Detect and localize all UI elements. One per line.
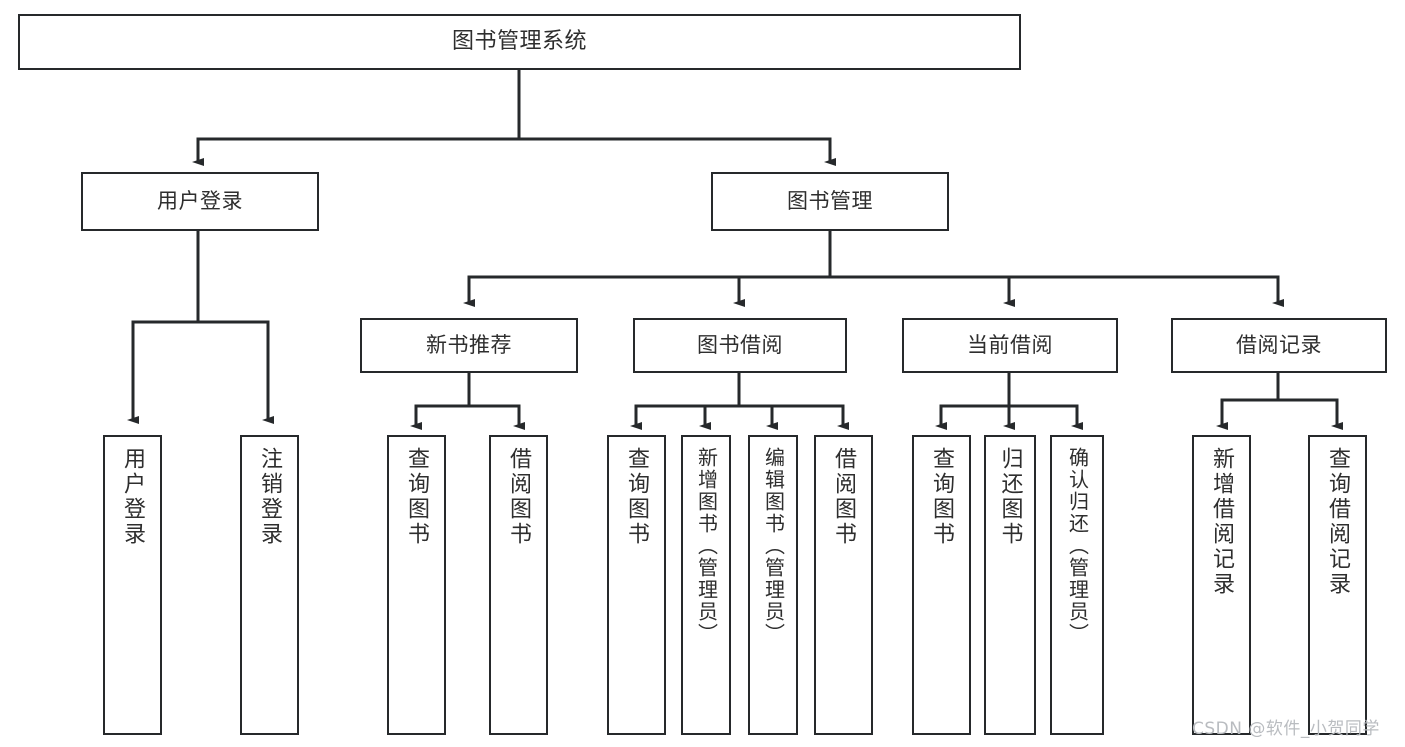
- node-label: 查询图书: [404, 447, 430, 547]
- node-leaf-query-borrow-record[interactable]: 查询借阅记录: [1308, 435, 1367, 735]
- node-leaf-borrow-book[interactable]: 借阅图书: [814, 435, 873, 735]
- node-label: 借阅图书: [831, 447, 857, 547]
- node-label: 查询图书: [624, 447, 650, 547]
- node-book-borrow[interactable]: 图书借阅: [633, 318, 847, 373]
- node-label: 编辑图书（管理员）: [761, 447, 786, 645]
- node-book-management[interactable]: 图书管理: [711, 172, 949, 231]
- node-label: 图书管理: [787, 189, 873, 214]
- node-label: 新增借阅记录: [1209, 447, 1235, 597]
- node-leaf-edit-book-admin[interactable]: 编辑图书（管理员）: [748, 435, 798, 735]
- node-label: 新增图书（管理员）: [694, 447, 719, 645]
- node-leaf-add-book-admin[interactable]: 新增图书（管理员）: [681, 435, 731, 735]
- node-label: 查询借阅记录: [1325, 447, 1351, 597]
- node-label: 当前借阅: [967, 333, 1053, 358]
- node-leaf-return-book[interactable]: 归还图书: [984, 435, 1036, 735]
- node-leaf-add-borrow-record[interactable]: 新增借阅记录: [1192, 435, 1251, 735]
- node-label: 借阅记录: [1236, 333, 1322, 358]
- node-leaf-confirm-return-admin[interactable]: 确认归还（管理员）: [1050, 435, 1104, 735]
- node-leaf-borrow-book-recommend[interactable]: 借阅图书: [489, 435, 548, 735]
- node-new-book-recommend[interactable]: 新书推荐: [360, 318, 578, 373]
- node-user-login[interactable]: 用户登录: [81, 172, 319, 231]
- node-label: 图书管理系统: [451, 29, 587, 55]
- node-leaf-query-book-borrow[interactable]: 查询图书: [607, 435, 666, 735]
- node-label: 图书借阅: [697, 333, 783, 358]
- node-label: 用户登录: [157, 189, 243, 214]
- node-label: 归还图书: [997, 447, 1023, 547]
- node-root-book-management-system[interactable]: 图书管理系统: [18, 14, 1021, 70]
- node-leaf-query-book-recommend[interactable]: 查询图书: [387, 435, 446, 735]
- node-label: 查询图书: [929, 447, 955, 547]
- node-label: 注销登录: [257, 447, 283, 547]
- node-leaf-user-login[interactable]: 用户登录: [103, 435, 162, 735]
- node-current-borrow[interactable]: 当前借阅: [902, 318, 1118, 373]
- node-leaf-query-book-current[interactable]: 查询图书: [912, 435, 971, 735]
- node-borrow-record[interactable]: 借阅记录: [1171, 318, 1387, 373]
- node-leaf-logout[interactable]: 注销登录: [240, 435, 299, 735]
- node-label: 借阅图书: [506, 447, 532, 547]
- node-label: 确认归还（管理员）: [1065, 447, 1090, 645]
- node-label: 用户登录: [120, 447, 146, 547]
- node-label: 新书推荐: [426, 333, 512, 358]
